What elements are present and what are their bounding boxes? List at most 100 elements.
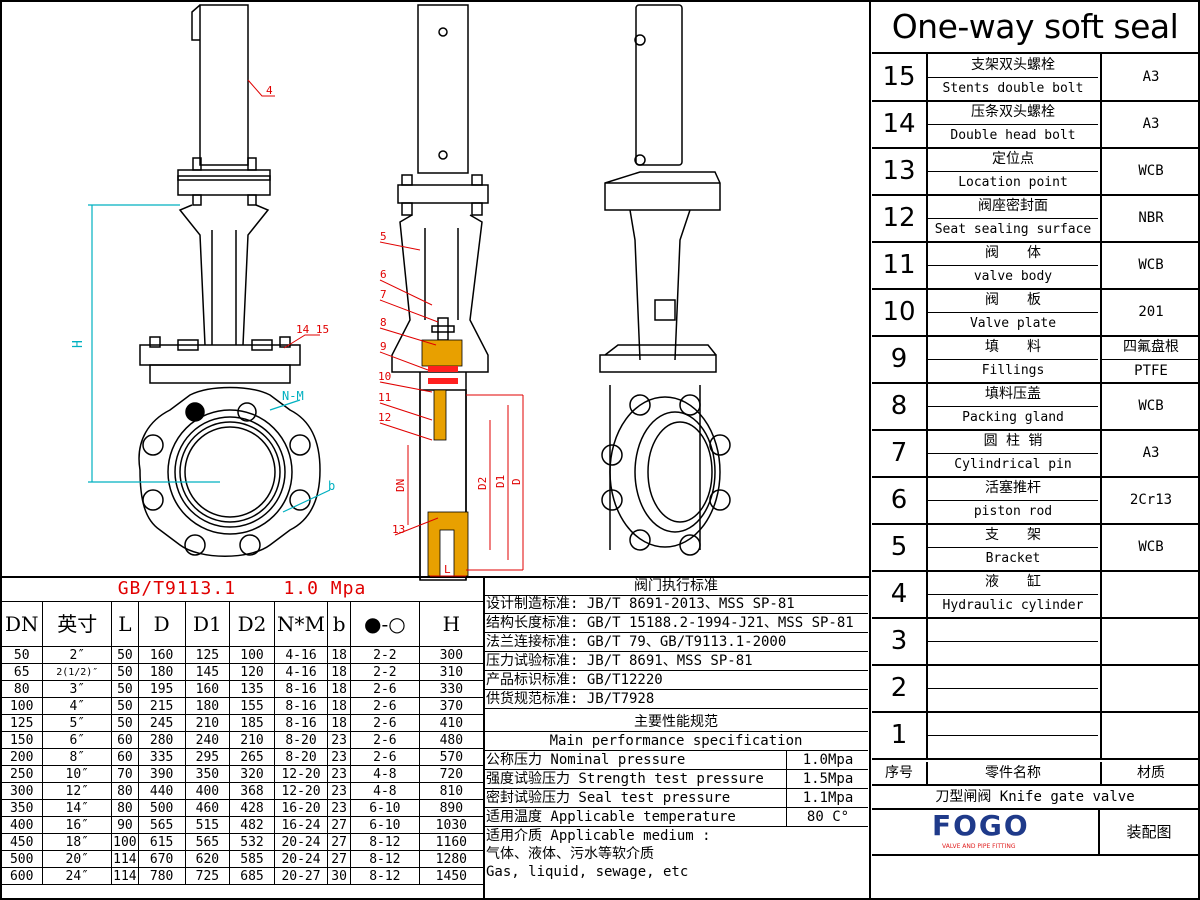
dim-cell: 300: [0, 782, 44, 800]
performance-label: 密封试验压力 Seal test pressure: [486, 790, 731, 806]
part-name-en: [928, 689, 1098, 711]
part-name-cn: 阀 板: [928, 289, 1098, 313]
dim-header-cell: DN: [0, 601, 44, 647]
dim-header-cell: L: [111, 601, 139, 647]
section-label-8: 8: [380, 316, 387, 329]
dim-cell: 410: [418, 714, 485, 732]
dim-cell: 120: [229, 663, 275, 681]
part-material: 四氟盘根: [1100, 336, 1200, 360]
dim-cell: 2-6: [350, 731, 420, 749]
dim-cell: 1450: [418, 867, 485, 885]
part-name-en: Valve plate: [969, 316, 1057, 331]
parts-header: 序号 零件名称 材质: [872, 762, 1198, 786]
dim-cell: 195: [137, 680, 186, 698]
drawing-type: 装配图: [1100, 810, 1198, 856]
dim-cell: 3″: [42, 680, 113, 698]
performance-label: 公称压力 Nominal pressure: [486, 752, 686, 768]
dim-cell: 2-6: [350, 697, 420, 715]
dim-cell: 585: [229, 850, 275, 868]
part-name-en: Packing gland: [962, 410, 1064, 425]
part-row: 3: [872, 618, 1198, 666]
fogo-logo: FOGO: [932, 809, 1030, 842]
front-leaders: [247, 79, 320, 349]
dim-cell: 14″: [42, 799, 113, 817]
dim-cell: 4-16: [273, 646, 329, 664]
part-name-cn: 液 缸: [928, 571, 1098, 595]
dim-cell: 685: [229, 867, 275, 885]
dim-cell: 185: [229, 714, 275, 732]
medium-label: 适用介质 Applicable medium :: [486, 828, 711, 844]
dim-cell: 6-10: [350, 799, 420, 817]
dim-cell: 8″: [42, 748, 113, 766]
page-title: One-way soft seal: [872, 2, 1198, 54]
part-number: 13: [872, 148, 928, 194]
dim-cell: 2-6: [350, 748, 420, 766]
standard-line: 设计制造标准: JB/T 8691-2013、MSS SP-81: [484, 596, 868, 614]
dim-cell: 390: [137, 765, 186, 783]
section-label-13: 13: [392, 523, 405, 536]
dim-cell: 2-2: [350, 646, 420, 664]
part-name-en: piston rod: [973, 504, 1053, 519]
dim-cell: 18: [327, 714, 352, 732]
dim-cell: 18: [327, 646, 352, 664]
part-name-en: Double head bolt: [950, 128, 1076, 143]
part-row: 2: [872, 665, 1198, 713]
dim-cell: 80: [0, 680, 44, 698]
dim-cell: 90: [111, 816, 139, 834]
dim-cell: 210: [184, 714, 231, 732]
dim-cell: 500: [0, 850, 44, 868]
part-name-cn: 填料压盖: [928, 383, 1098, 407]
dim-cell: 6″: [42, 731, 113, 749]
part-material: A3: [1100, 430, 1200, 476]
dim-cell: 482: [229, 816, 275, 834]
dim-cell: 20-24: [273, 833, 329, 851]
part-material: A3: [1100, 101, 1200, 147]
dim-cell: 480: [418, 731, 485, 749]
dim-cell: 100: [0, 697, 44, 715]
dim-cell: 4-8: [350, 782, 420, 800]
part-name-cn: 阀座密封面: [928, 195, 1098, 219]
dim-cell: 8-20: [273, 748, 329, 766]
dim-cell: 20-27: [273, 867, 329, 885]
dim-cell: 620: [184, 850, 231, 868]
dim-cell: 80: [111, 799, 139, 817]
section-label-d: D: [510, 478, 523, 485]
bolts-label: 14 15: [296, 323, 329, 336]
part-name-cn: 活塞推杆: [928, 477, 1098, 501]
logo-subtitle: VALVE AND PIPE FITTING: [942, 843, 1016, 850]
dim-cell: 18: [327, 663, 352, 681]
dim-cell: 368: [229, 782, 275, 800]
dim-cell: 565: [137, 816, 186, 834]
standards-title: 阀门执行标准: [484, 577, 868, 596]
perf-title-en: Main performance specification: [484, 732, 868, 751]
medium-cn: 气体、液体、污水等软介质: [486, 846, 654, 862]
dim-cell: 4″: [42, 697, 113, 715]
dim-cell: 210: [229, 731, 275, 749]
section-label-11: 11: [378, 391, 391, 404]
part-number: 12: [872, 195, 928, 241]
dim-cell: 8-12: [350, 833, 420, 851]
dim-cell: 1280: [418, 850, 485, 868]
part-name-cn: [928, 665, 1098, 689]
dim-cell: 460: [184, 799, 231, 817]
medium-en: Gas, liquid, sewage, etc: [486, 864, 689, 880]
dim-cell: 160: [137, 646, 186, 664]
part-name-cn: 圆 柱 销: [928, 430, 1098, 454]
dim-cell: 600: [0, 867, 44, 885]
dim-cell: 295: [184, 748, 231, 766]
section-label-9: 9: [380, 340, 387, 353]
dim-cell: 250: [0, 765, 44, 783]
